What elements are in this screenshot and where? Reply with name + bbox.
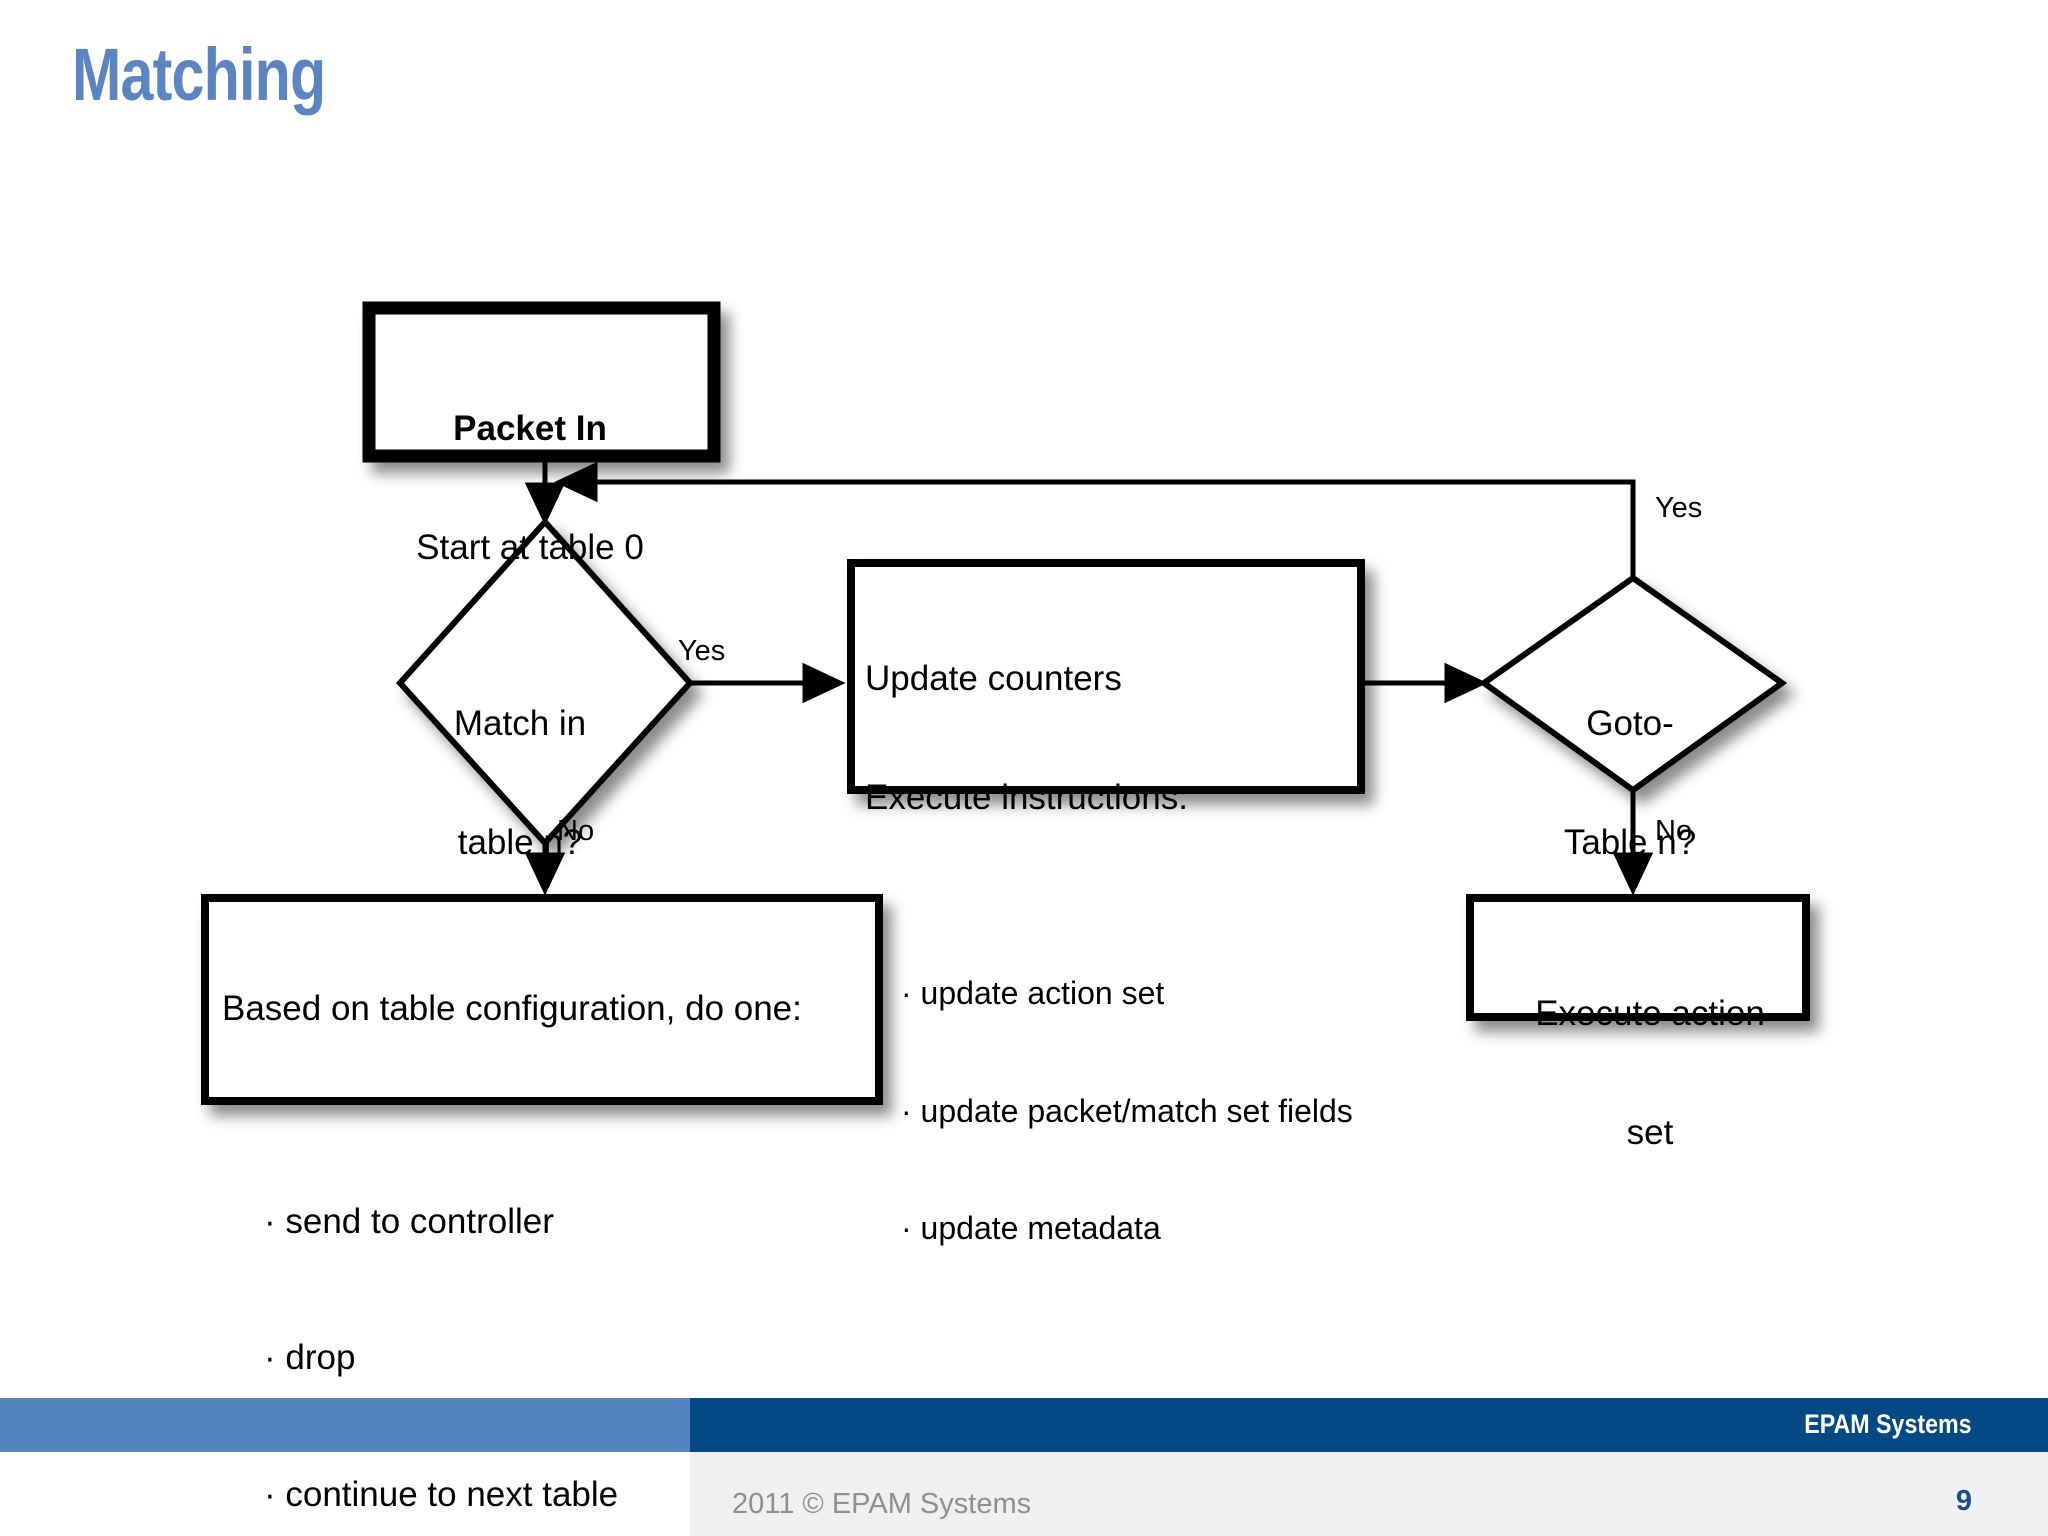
footer-copyright: 2011 © EPAM Systems: [732, 1488, 1032, 1520]
node-update-counters: [847, 559, 1365, 794]
update-bullet-2: · update packet/match set fields: [901, 1092, 1353, 1129]
update-line2: Execute instructions:: [865, 777, 1188, 817]
footer-brand-label: EPAM Systems: [1804, 1409, 1972, 1439]
table-config-bullet-3: · continue to next table: [264, 1474, 619, 1514]
footer-page-number: 9: [1955, 1485, 1972, 1517]
edge-label-match-no: No: [557, 815, 595, 847]
match-line2: table n?: [457, 822, 583, 862]
packet-in-line1: Packet In: [453, 409, 607, 449]
match-line1: Match in: [453, 704, 587, 744]
execute-line2: set: [1626, 1112, 1674, 1152]
node-table-config: [201, 894, 883, 1105]
footer-strip: [690, 1452, 2048, 1536]
update-bullet-3: · update metadata: [901, 1209, 1161, 1246]
goto-line1: Goto-: [1586, 704, 1674, 744]
footer-bar-left: [0, 1398, 690, 1452]
node-table-config-label: Based on table configuration, do one: · …: [222, 910, 842, 1536]
table-config-bullet-1: · send to controller: [264, 1201, 554, 1241]
node-execute-action-set-label: Execute action set: [1490, 915, 1810, 1231]
packet-in-line2: Start at table 0: [416, 527, 644, 567]
table-config-bullet-2: · drop: [264, 1338, 356, 1378]
goto-line2: Table n?: [1563, 822, 1697, 862]
flowchart: Packet In Start at table 0 Match in tabl…: [201, 301, 1810, 1514]
update-line1: Update counters: [865, 659, 1122, 699]
node-update-counters-label: Update counters Execute instructions: · …: [865, 580, 1353, 1405]
edge-label-goto-yes: Yes: [1655, 492, 1703, 524]
page-title: Matching: [72, 33, 326, 116]
node-match-decision: [395, 517, 695, 848]
edge-goto-feedback-loop: [554, 461, 1636, 578]
flowchart-svg: [201, 301, 1810, 1105]
footer-bar-right: [690, 1398, 2048, 1452]
update-bullet-1: · update action set: [901, 975, 1165, 1012]
update-bullets: · update action set · update packet/matc…: [865, 896, 1353, 1325]
execute-line1: Execute action: [1535, 994, 1765, 1034]
table-config-line1: Based on table configuration, do one:: [222, 989, 802, 1029]
edge-label-goto-no: No: [1655, 815, 1693, 847]
edge-label-match-yes: Yes: [678, 635, 726, 667]
node-packet-in-label: Packet In Start at table 0: [370, 330, 690, 646]
node-packet-in: [362, 301, 721, 463]
node-execute-action-set: [1466, 894, 1810, 1021]
table-config-bullets: · send to controller · drop · continue t…: [222, 1108, 842, 1536]
node-match-label: Match in table n?: [400, 625, 640, 941]
node-goto-label: Goto- Table n?: [1530, 625, 1730, 941]
node-goto-decision: [1478, 574, 1788, 794]
